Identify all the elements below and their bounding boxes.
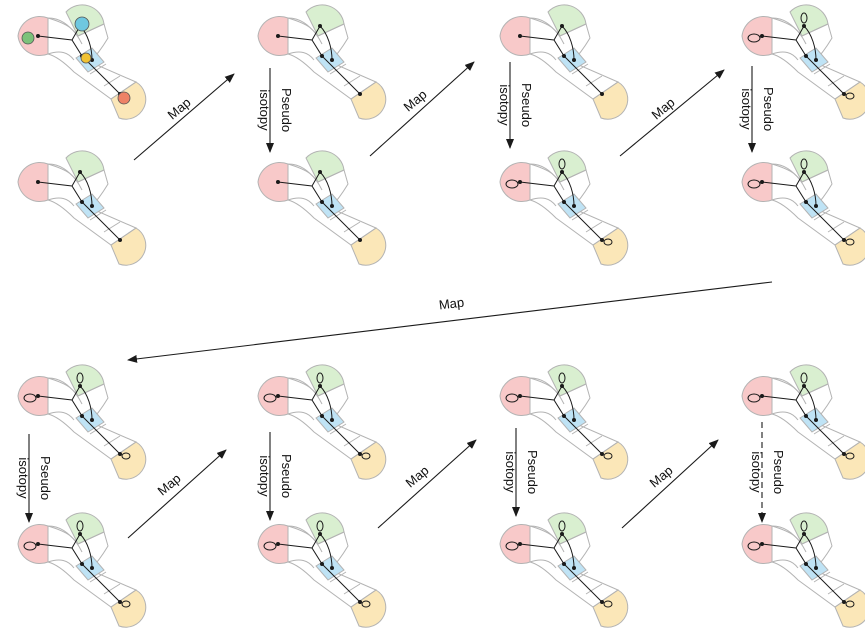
map-arrow-line <box>133 73 235 161</box>
isotopy-label: isotopy <box>257 89 272 131</box>
isotopy-arrow-5: Pseudo isotopy <box>257 432 294 521</box>
isotopy-label: isotopy <box>16 457 31 499</box>
map-arrow-6: Map <box>621 439 719 529</box>
isotopy-arrow-7: Pseudo isotopy <box>749 422 786 523</box>
map-label: Map <box>155 471 184 499</box>
panel-p8 <box>741 150 865 266</box>
surface-shape <box>741 512 865 628</box>
isotopy-arrow-1: Pseudo isotopy <box>257 68 294 153</box>
surface-shape <box>741 150 865 266</box>
colored-disk-3 <box>80 52 92 64</box>
isotopy-label: isotopy <box>749 451 764 493</box>
surface-shape <box>257 4 387 120</box>
panel-p16 <box>741 512 865 628</box>
panel-p10 <box>17 512 147 628</box>
pseudo-label: Pseudo <box>279 88 294 132</box>
pseudo-label: Pseudo <box>761 87 776 131</box>
map-label: Map <box>403 463 432 491</box>
map-arrow-line <box>369 61 475 157</box>
map-label: Map <box>649 95 678 123</box>
pseudo-label: Pseudo <box>279 454 294 498</box>
isotopy-label: isotopy <box>503 451 518 493</box>
panel-p11 <box>257 364 387 480</box>
isotopy-label: isotopy <box>739 88 754 130</box>
isotopy-label: isotopy <box>497 84 512 126</box>
map-label: Map <box>401 87 430 115</box>
surface-shape <box>17 150 147 266</box>
map-arrow-5: Map <box>377 439 477 529</box>
panel-p3 <box>257 4 387 120</box>
panel-p2 <box>17 150 147 266</box>
map-label: Map <box>165 95 194 123</box>
panel-p12 <box>257 512 387 628</box>
isotopy-arrow-2: Pseudo isotopy <box>497 62 534 149</box>
panel-p13 <box>499 364 629 480</box>
panel-p9 <box>17 364 147 480</box>
map-arrow-line <box>127 449 227 539</box>
panels-layer <box>17 4 865 628</box>
panel-p7 <box>741 4 865 120</box>
isotopy-arrow-6: Pseudo isotopy <box>503 428 540 517</box>
map-label: Map <box>438 295 465 313</box>
map-arrow-line <box>619 69 725 157</box>
isotopy-arrow-3: Pseudo isotopy <box>739 66 776 153</box>
map-arrow-2: Map <box>369 61 475 157</box>
panel-p6 <box>499 150 629 266</box>
pseudo-label: Pseudo <box>38 456 53 500</box>
panel-p14 <box>499 512 629 628</box>
map-arrow-long: Map <box>127 281 773 363</box>
panel-p4 <box>257 150 387 266</box>
colored-disk-2 <box>74 16 90 32</box>
map-arrow-3: Map <box>619 69 725 157</box>
map-label: Map <box>647 463 676 491</box>
pseudo-label: Pseudo <box>525 450 540 494</box>
pseudo-label: Pseudo <box>771 450 786 494</box>
map-arrow-1: Map <box>133 73 235 161</box>
colored-disk-4 <box>117 91 131 105</box>
colored-disk-1 <box>21 31 35 45</box>
map-arrow-line <box>127 281 773 363</box>
map-arrow-line <box>621 439 719 529</box>
isotopy-arrow-4: Pseudo isotopy <box>16 434 53 523</box>
pseudo-label: Pseudo <box>519 83 534 127</box>
surface-shape <box>257 150 387 266</box>
map-arrow-line <box>377 439 477 529</box>
surface-shape <box>741 4 865 120</box>
panel-p1 <box>17 4 147 120</box>
isotopy-label: isotopy <box>257 455 272 497</box>
